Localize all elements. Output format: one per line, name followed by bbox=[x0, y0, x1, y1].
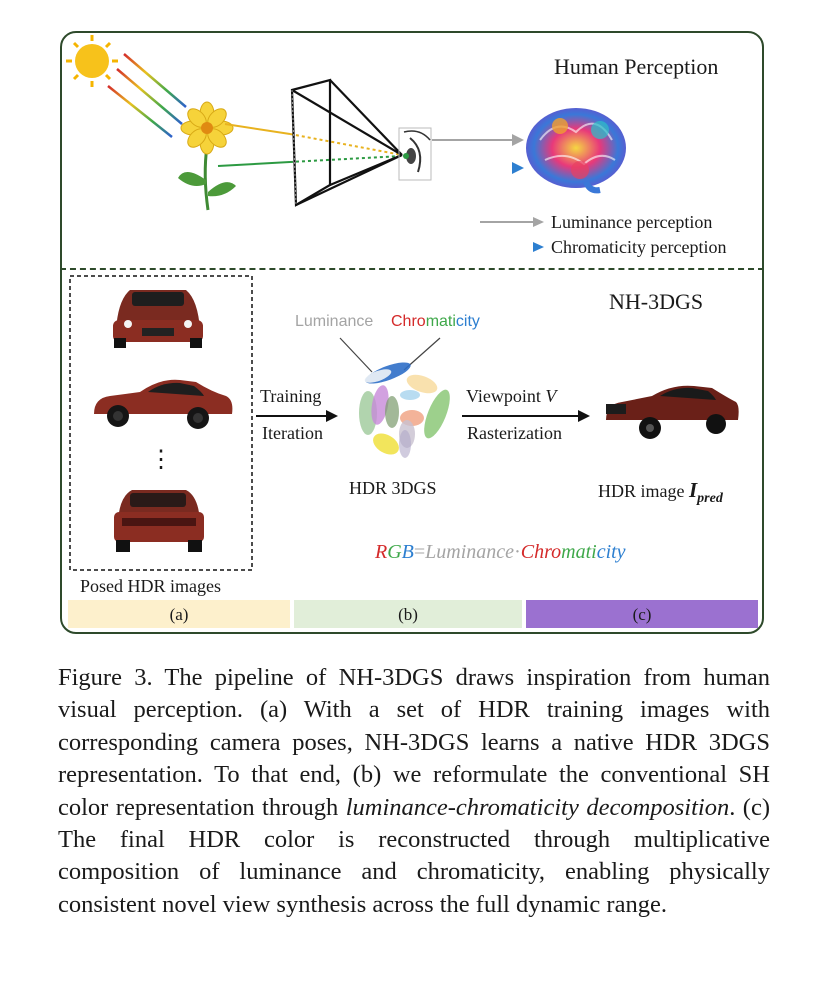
legend-luminance-arrowhead bbox=[533, 217, 544, 227]
frustum-back-edges bbox=[291, 89, 297, 206]
stage-bar-b: (b) bbox=[294, 600, 522, 628]
viewpoint-arrowhead bbox=[578, 410, 590, 422]
viewpoint-label: Viewpoint V bbox=[466, 386, 556, 407]
hdr-image-text: HDR image bbox=[598, 481, 689, 501]
eq-chro: Chro bbox=[520, 541, 562, 563]
hdr-output-car-icon bbox=[606, 385, 739, 439]
hdr-image-var: I bbox=[688, 478, 698, 502]
gaussian-splats bbox=[339, 337, 450, 458]
eq-equals: = bbox=[413, 541, 426, 563]
chromaticity-label-blue: city bbox=[455, 313, 480, 330]
chromaticity-label-green: mati bbox=[425, 313, 456, 330]
caption-part1: Figure 3. The pipeline of NH-3DGS draws … bbox=[58, 664, 770, 821]
posed-images-box bbox=[69, 275, 253, 571]
luminance-arrowhead bbox=[512, 134, 524, 146]
viewpoint-text: Viewpoint bbox=[466, 386, 546, 406]
sun-icon bbox=[66, 35, 118, 87]
legend-chromaticity-label: Chromaticity perception bbox=[551, 237, 727, 257]
light-path-green bbox=[217, 161, 291, 167]
car-front-icon bbox=[113, 290, 203, 348]
legend-chromaticity-arrowhead bbox=[533, 242, 544, 252]
hdr-image-sub: pred bbox=[697, 490, 723, 506]
camera-frustum bbox=[290, 78, 403, 207]
chromaticity-arrowhead bbox=[512, 162, 524, 174]
eq-dot: · bbox=[514, 541, 521, 563]
top-panel-title: Human Perception bbox=[554, 54, 719, 79]
hdr-image-label: HDR image Ipred bbox=[598, 478, 723, 507]
decomposition-equation: RGB=Luminance·Chromaticity bbox=[375, 541, 626, 564]
eq-luminance: Luminance bbox=[425, 541, 515, 563]
caption-italic: luminance-chromaticity decomposition bbox=[345, 793, 730, 821]
eq-r: R bbox=[375, 541, 388, 563]
training-label: Training bbox=[260, 386, 322, 406]
flower-icon bbox=[178, 101, 236, 211]
eq-g: G bbox=[387, 541, 402, 563]
car-rear-icon bbox=[114, 490, 204, 552]
chromaticity-label: Chromaticity bbox=[391, 313, 480, 331]
eq-b: B bbox=[401, 541, 414, 563]
viewpoint-var: V bbox=[545, 386, 557, 406]
training-arrowhead bbox=[326, 410, 338, 422]
posed-images-label: Posed HDR images bbox=[80, 576, 221, 596]
figure-caption: Figure 3. The pipeline of NH-3DGS draws … bbox=[58, 662, 770, 921]
iteration-label: Iteration bbox=[262, 423, 323, 443]
car-side-icon bbox=[94, 379, 233, 429]
light-path-green-dashed bbox=[289, 155, 403, 163]
sun-rays bbox=[107, 53, 187, 138]
rasterization-label: Rasterization bbox=[467, 423, 562, 443]
luminance-label: Luminance bbox=[295, 313, 374, 330]
eq-city: city bbox=[596, 541, 626, 563]
stage-bar-c: (c) bbox=[526, 600, 758, 628]
caption-part2: . (c) The final HDR color is reconstruct… bbox=[58, 793, 770, 918]
eye-icon bbox=[398, 127, 432, 181]
figure-frame bbox=[60, 31, 764, 634]
chromaticity-label-red: Chro bbox=[391, 313, 426, 330]
vertical-ellipsis: ⋮ bbox=[149, 447, 173, 473]
hdr-3dgs-label: HDR 3DGS bbox=[349, 478, 437, 498]
light-path-yellow bbox=[224, 123, 291, 135]
bottom-panel-title: NH-3DGS bbox=[609, 289, 704, 314]
legend-luminance-label: Luminance perception bbox=[551, 212, 713, 232]
panel-divider bbox=[60, 268, 764, 270]
light-path-yellow-dashed bbox=[289, 133, 403, 156]
stage-bar-a: (a) bbox=[68, 600, 290, 628]
eq-mati: mati bbox=[561, 541, 597, 563]
brain-icon bbox=[526, 108, 626, 194]
